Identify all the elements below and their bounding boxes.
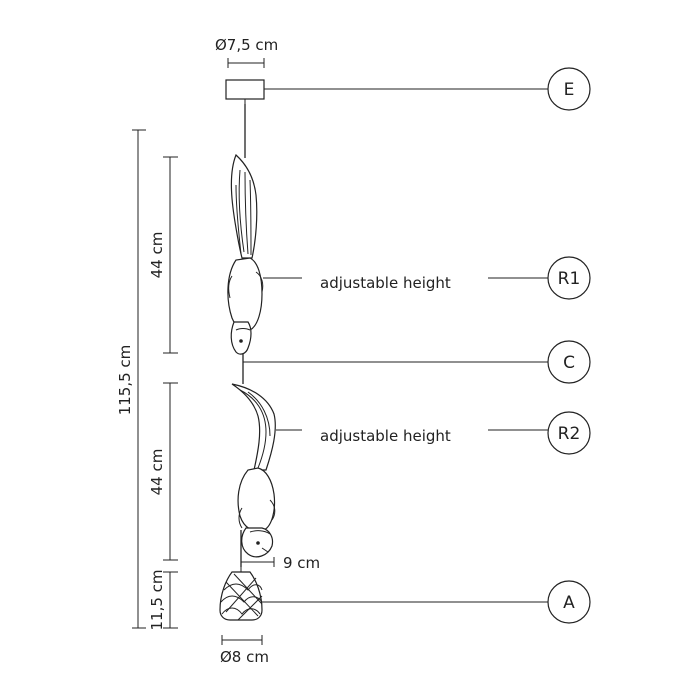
shade-height-label: 11,5 cm <box>148 569 166 630</box>
callout-c: C <box>243 340 591 384</box>
offset-label: 9 cm <box>283 554 320 572</box>
r1-adjustable-note: adjustable height <box>320 274 451 292</box>
squirrel-r1 <box>227 153 264 355</box>
canopy-diameter-label: Ø7,5 cm <box>215 36 278 54</box>
total-height-label: 115,5 cm <box>116 345 134 416</box>
r1-height-dimension: 44 cm <box>148 156 178 354</box>
r2-adjustable-note: adjustable height <box>320 427 451 445</box>
total-height-dimension: 115,5 cm <box>116 129 146 629</box>
callout-r2-label: R2 <box>558 424 581 444</box>
callout-circle-e <box>547 67 591 111</box>
callout-circle-r1 <box>547 256 591 300</box>
r2-height-label: 44 cm <box>148 449 166 496</box>
callout-r2: adjustable height R2 <box>276 411 591 455</box>
callout-c-label: C <box>563 353 575 373</box>
callout-a-label: A <box>563 593 575 613</box>
callout-a: A <box>262 580 591 624</box>
callout-circle-a <box>547 580 591 624</box>
squirrel-r2 <box>231 383 276 558</box>
canopy <box>225 79 265 100</box>
shade-diameter-label: Ø8 cm <box>220 648 269 666</box>
callout-e-label: E <box>564 80 575 100</box>
shade-diameter-dimension: Ø8 cm <box>220 635 269 666</box>
callout-r1: adjustable height R1 <box>263 256 591 300</box>
offset-dimension: 9 cm <box>240 554 320 572</box>
shade-height-dimension: 11,5 cm <box>148 569 178 631</box>
callout-circle-c <box>547 340 591 384</box>
canopy-dimension: Ø7,5 cm <box>215 36 278 68</box>
r1-height-label: 44 cm <box>148 232 166 279</box>
r2-height-dimension: 44 cm <box>148 382 178 561</box>
callout-e: E <box>264 67 591 111</box>
callout-circle-r2 <box>547 411 591 455</box>
callout-r1-label: R1 <box>558 269 581 289</box>
lamp-shade <box>219 562 263 621</box>
